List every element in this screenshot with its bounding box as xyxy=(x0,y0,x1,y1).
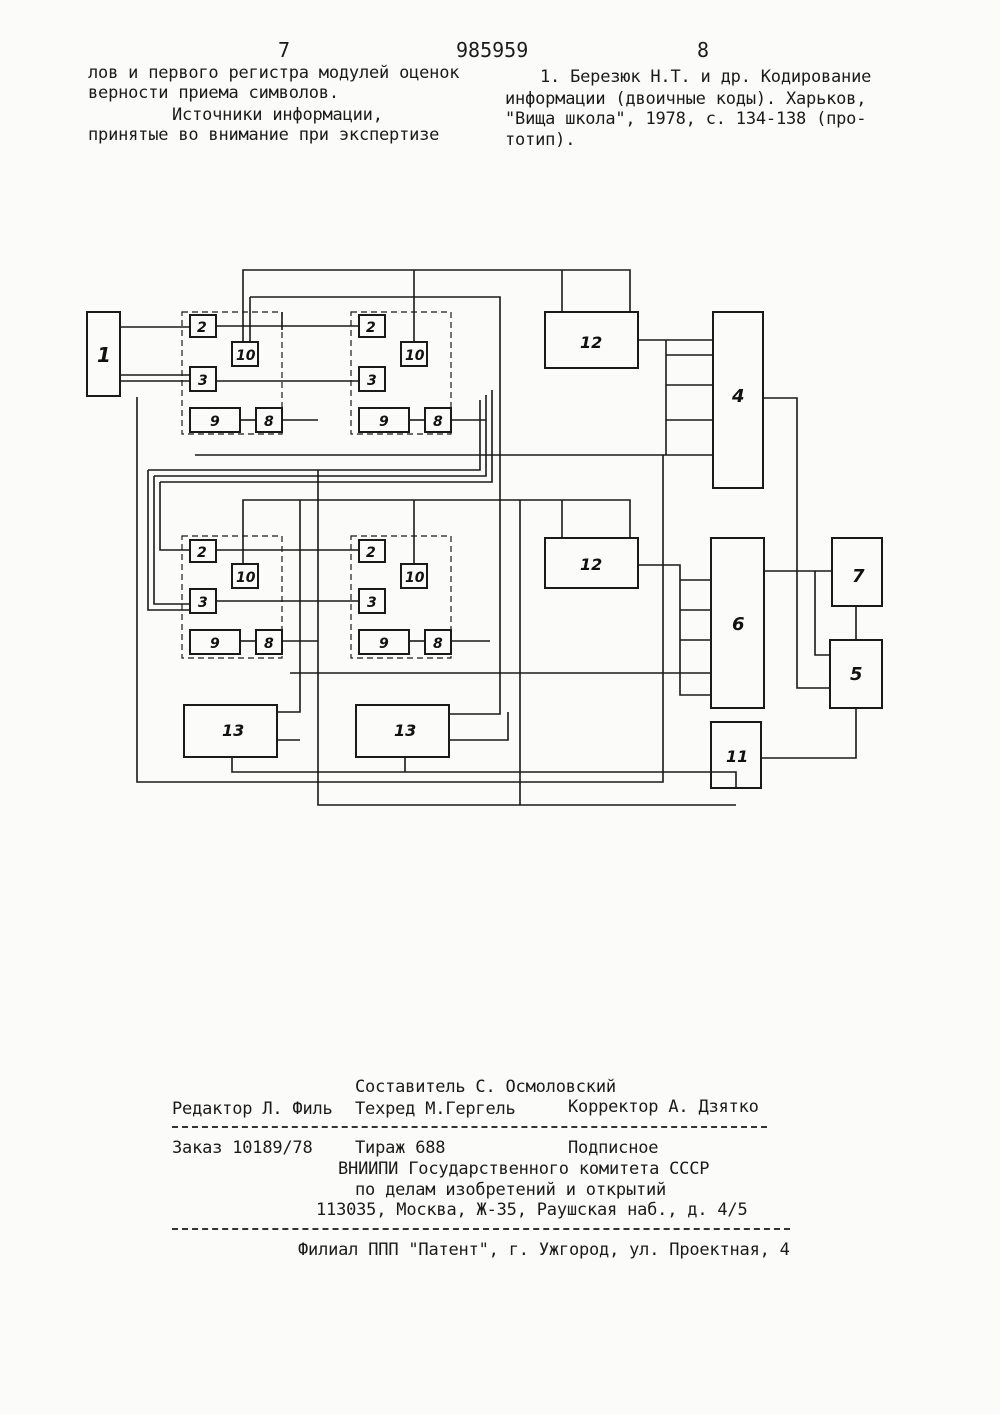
org-line-2: по делам изобретений и открытий xyxy=(355,1180,666,1200)
svg-text:3: 3 xyxy=(367,373,377,389)
corrector: Корректор А. Дзятко xyxy=(568,1097,759,1117)
svg-text:9: 9 xyxy=(379,636,389,652)
svg-text:9: 9 xyxy=(379,414,389,430)
composer-line: Составитель С. Осмоловский xyxy=(355,1077,616,1097)
divider-2 xyxy=(172,1228,790,1230)
svg-text:8: 8 xyxy=(433,414,443,430)
subscription: Подписное xyxy=(568,1138,658,1158)
svg-text:8: 8 xyxy=(264,636,274,652)
svg-text:9: 9 xyxy=(210,636,220,652)
label-block-7: 7 xyxy=(852,566,865,587)
svg-text:2: 2 xyxy=(197,545,207,561)
svg-text:2: 2 xyxy=(366,320,376,336)
order-number: Заказ 10189/78 xyxy=(172,1138,313,1158)
divider-1 xyxy=(172,1126,767,1128)
label-block-4: 4 xyxy=(731,386,745,407)
label-block-1: 1 xyxy=(97,343,111,367)
svg-text:10: 10 xyxy=(405,570,425,586)
svg-text:2: 2 xyxy=(366,545,376,561)
svg-text:9: 9 xyxy=(210,414,220,430)
address: 113035, Москва, Ж-35, Раушская наб., д. … xyxy=(316,1200,748,1220)
editor: Редактор Л. Филь xyxy=(172,1099,333,1119)
label-block-11: 11 xyxy=(726,747,748,766)
svg-text:8: 8 xyxy=(264,414,274,430)
svg-text:3: 3 xyxy=(198,595,208,611)
label-block-13-left: 13 xyxy=(222,721,244,740)
org-line-1: ВНИИПИ Государственного комитета СССР xyxy=(338,1159,709,1179)
label-block-12-top: 12 xyxy=(580,333,602,352)
block-diagram: 1 12 12 4 6 7 5 11 13 13 2 10 3 9 8 2 10… xyxy=(0,0,1000,840)
svg-text:10: 10 xyxy=(405,348,425,364)
svg-text:3: 3 xyxy=(198,373,208,389)
label-block-5: 5 xyxy=(850,664,863,685)
label-block-13-right: 13 xyxy=(394,721,416,740)
svg-text:10: 10 xyxy=(236,348,256,364)
label-block-6: 6 xyxy=(732,614,745,635)
circulation: Тираж 688 xyxy=(355,1138,445,1158)
techred: Техред М.Гергель xyxy=(355,1099,516,1119)
svg-text:2: 2 xyxy=(197,320,207,336)
svg-text:3: 3 xyxy=(367,595,377,611)
svg-text:10: 10 xyxy=(236,570,256,586)
svg-text:8: 8 xyxy=(433,636,443,652)
branch-line: Филиал ППП "Патент", г. Ужгород, ул. Про… xyxy=(298,1240,790,1260)
label-block-12-bottom: 12 xyxy=(580,555,602,574)
